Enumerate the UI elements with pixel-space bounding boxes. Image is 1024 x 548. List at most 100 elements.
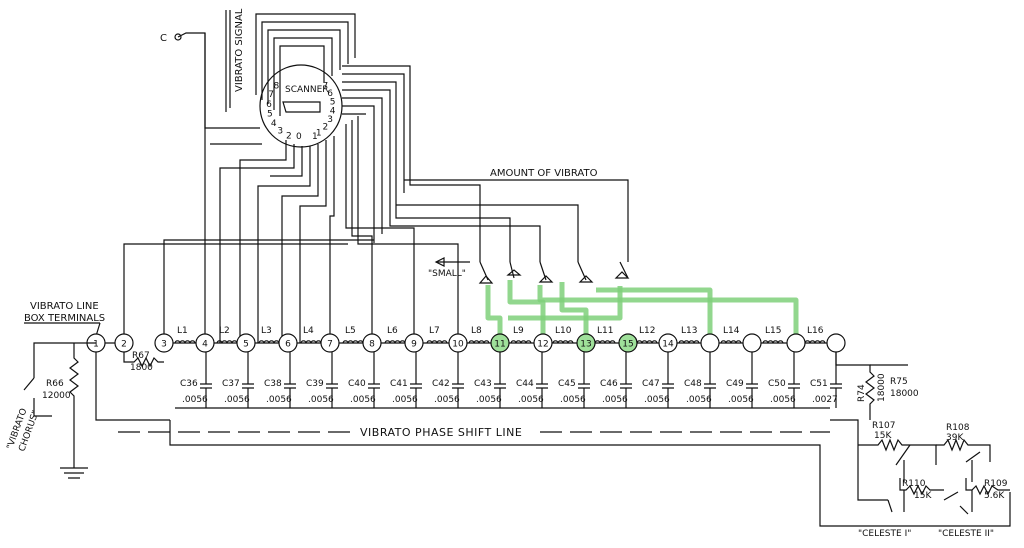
inductor-label-6: L7 (429, 326, 440, 336)
terminal-node- (786, 333, 806, 353)
box-terminals-label-1: VIBRATO LINE (30, 301, 99, 312)
terminal-node-2: 2 (114, 333, 134, 353)
capacitor-c39: C39.0056 (306, 352, 338, 408)
terminal-node- (826, 333, 846, 353)
capacitor-c36: C36.0056 (180, 352, 212, 408)
scanner-left-0: 8 (274, 81, 280, 91)
terminal-node-12: 12 (533, 333, 553, 353)
capacitor-value-2: .0056 (266, 395, 292, 405)
r67-value: 1800 (130, 363, 153, 373)
scanner-right-3: 4 (330, 107, 336, 117)
inductor-l4: L4 (300, 326, 322, 344)
terminal-label-7: 7 (327, 340, 333, 350)
r107-label: R107 (872, 421, 895, 431)
capacitor-value-8: .0056 (518, 395, 544, 405)
inductor-label-15: L16 (807, 326, 824, 336)
capacitor-label-15: C51 (810, 379, 828, 389)
vibrato-signal-label: VIBRATO SIGNAL (234, 8, 245, 92)
celeste-network: R107 15K R108 39K R110 15K R109 5.6K "CE… (830, 419, 1010, 539)
r66-label: R66 (46, 379, 64, 389)
scanner-left-2: 6 (266, 100, 272, 110)
inductor-l8: L8 (468, 326, 490, 344)
inductor-label-10: L11 (597, 326, 613, 336)
inductor-label-7: L8 (471, 326, 482, 336)
inductor-l11: L11 (594, 326, 616, 344)
capacitor-value-7: .0056 (476, 395, 502, 405)
capacitor-c40: C40.0056 (348, 352, 380, 408)
scanner-right-6: 1 (316, 129, 322, 139)
capacitor-label-10: C46 (600, 379, 618, 389)
inductor-l14: L14 (720, 326, 742, 344)
r75-value: 18000 (890, 389, 919, 399)
capacitor-label-6: C42 (432, 379, 450, 389)
inductor-label-12: L13 (681, 326, 697, 336)
inductor-label-0: L1 (177, 326, 188, 336)
r66-value: 12000 (42, 391, 71, 401)
r74-label: R74 (857, 384, 867, 402)
inductor-label-2: L3 (261, 326, 272, 336)
capacitor-value-6: .0056 (434, 395, 460, 405)
r75-label: R75 (890, 377, 908, 387)
inductor-l9: L9 (510, 326, 532, 344)
capacitor-value-1: .0056 (224, 395, 250, 405)
terminal-node- (700, 333, 720, 353)
capacitor-label-9: C45 (558, 379, 576, 389)
capacitor-c46: C46 .0056 (600, 352, 632, 408)
capacitor-c47: C47.0056 (642, 352, 674, 408)
capacitor-c44: C44.0056 (516, 352, 548, 408)
inductor-label-3: L4 (303, 326, 314, 336)
capacitor-c42: C42 .0056 (432, 352, 464, 408)
small-label: "SMALL" (428, 269, 466, 279)
box-terminals-label-2: BOX TERMINALS (24, 313, 105, 324)
capacitor-c43: C43.0056 (474, 352, 506, 408)
capacitor-value-14: .0056 (770, 395, 796, 405)
highlight-wiring (485, 280, 799, 340)
scanner-left-5: 3 (277, 127, 283, 137)
capacitor-label-3: C39 (306, 379, 324, 389)
scanner-bottom-1: 1 (312, 132, 318, 142)
scanner-rotor (282, 101, 321, 113)
terminal-node-3: 3 (154, 333, 174, 353)
capacitor-label-11: C47 (642, 379, 660, 389)
capacitor-label-5: C41 (390, 379, 408, 389)
scanner-left-3: 5 (267, 110, 273, 120)
terminal-node-9: 9 (404, 333, 424, 353)
inductor-label-5: L6 (387, 326, 398, 336)
r107-value: 15K (874, 431, 892, 441)
terminal-node-7: 7 (320, 333, 340, 353)
capacitor-c45: C45 .0056 (558, 352, 590, 408)
inductor-label-9: L10 (555, 326, 572, 336)
inductor-l16: L16 (804, 326, 826, 344)
terminal-node-5: 5 (236, 333, 256, 353)
terminal-label-14: 14 (662, 340, 674, 350)
scanner-right-2: 5 (330, 98, 336, 108)
scanner-right-0: 7 (323, 81, 329, 91)
capacitor-value-0: .0056 (182, 395, 208, 405)
capacitor-c37: C37.0056 (222, 352, 254, 408)
r108-label: R108 (946, 423, 970, 433)
chorus-switch-circuit: R66 12000 "VIBRATO CHORUS" (5, 342, 96, 479)
terminal-node-13: 13 (576, 333, 596, 353)
inductor-label-13: L14 (723, 326, 740, 336)
capacitor-label-14: C50 (768, 379, 786, 389)
c-terminal-label: C (160, 33, 167, 44)
capacitor-value-10: .0056 (602, 395, 628, 405)
r109-value: 5.6K (984, 491, 1005, 501)
capacitor-value-12: .0056 (686, 395, 712, 405)
r110-value: 15K (914, 491, 932, 501)
terminal-node-11: 11 (490, 333, 510, 353)
capacitor-value-9: .0056 (560, 395, 586, 405)
capacitor-c50: C50 .0056 (768, 352, 800, 408)
terminal-node- (742, 333, 762, 353)
terminal-label-6: 6 (285, 340, 291, 350)
inductor-l15: L15 (762, 326, 784, 344)
terminal-label-15: 15 (622, 340, 633, 350)
inductor-l6: L6 (384, 326, 406, 344)
inductor-label-11: L12 (639, 326, 655, 336)
inductor-label-1: L2 (219, 326, 230, 336)
celeste-2-label: "CELESTE II" (938, 529, 994, 539)
scanner-left-6: 2 (286, 132, 292, 142)
